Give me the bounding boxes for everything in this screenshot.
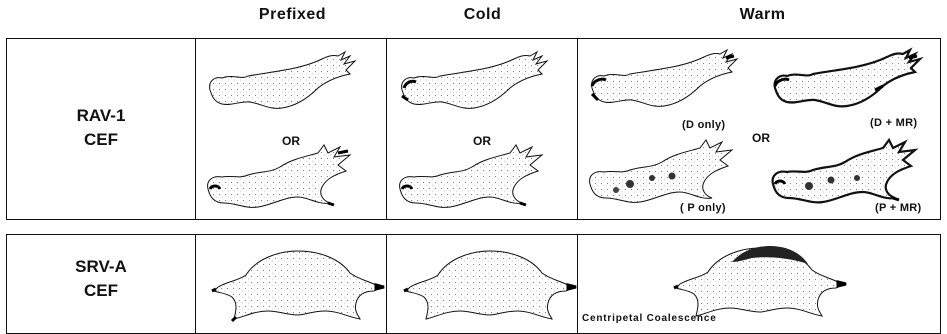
srva-warm-cell-drawing: [674, 246, 846, 316]
cold-cell-bottom: [400, 145, 542, 207]
cold-cell-top: [402, 52, 547, 108]
cell-drawings: [0, 0, 947, 327]
prefixed-or-label: OR: [282, 134, 300, 148]
warm-p-mr-label: (P + MR): [875, 202, 922, 214]
srva-cold-cell-drawing: [404, 251, 576, 319]
warm-p-mr-cell: [773, 140, 915, 202]
prefixed-cell-top: [210, 52, 355, 108]
warm-p-only-label: ( P only): [680, 202, 726, 214]
warm-d-mr-label: (D + MR): [870, 117, 917, 129]
srva-prefixed-cell-drawing: [212, 251, 384, 321]
prefixed-cell-bottom: [208, 145, 350, 207]
warm-d-only-label: (D only): [682, 119, 725, 131]
warm-d-only-cell: [592, 50, 737, 106]
warm-p-only-cell: [590, 140, 732, 202]
centripetal-coalescence-label: Centripetal Coalescence: [582, 313, 717, 324]
warm-or-label: OR: [752, 131, 770, 145]
warm-d-mr-cell: [775, 50, 920, 106]
cold-or-label: OR: [473, 134, 491, 148]
